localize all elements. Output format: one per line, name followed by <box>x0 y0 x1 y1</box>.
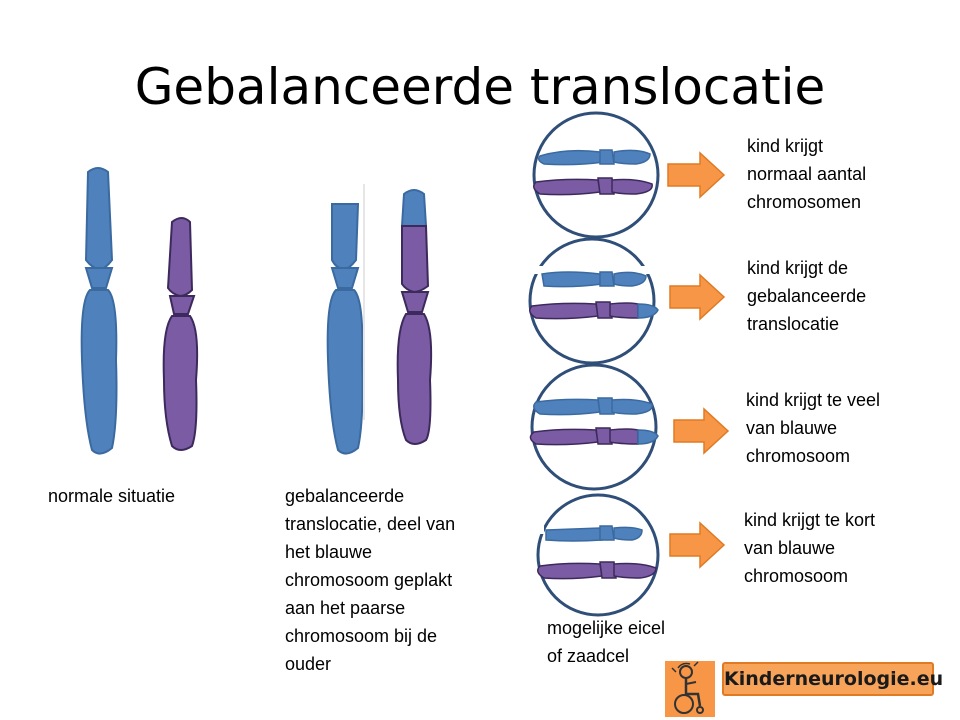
normal-purple-chromosome <box>162 217 199 451</box>
outcome-text-1: kind krijgt normaal aantal chromosomen <box>747 136 867 212</box>
arrow-right-icon <box>667 151 726 199</box>
cell-circle-3 <box>529 363 659 491</box>
outcome-text-2: kind krijgt de gebalanceerde translocati… <box>747 258 867 334</box>
label-balanced-translocation: gebalanceerde translocatie, deel van het… <box>285 486 456 674</box>
cell-circle-1 <box>532 111 660 239</box>
arrow-right-icon <box>673 407 730 455</box>
normal-blue-chromosome <box>80 167 118 455</box>
arrow-right-icon <box>669 273 726 321</box>
outcome-text-3: kind krijgt te veel van blauwe chromosoo… <box>746 390 881 466</box>
label-normal-situation: normale situatie <box>48 486 176 506</box>
child-wheelchair-icon <box>665 661 715 717</box>
logo-text: Kinderneurologie.eu <box>722 662 943 696</box>
page-title: Gebalanceerde translocatie <box>134 58 826 116</box>
balanced-blue-chromosome <box>326 184 365 455</box>
cell-circle-2 <box>528 237 659 365</box>
outcome-text-4: kind krijgt te kort van blauwe chromosoo… <box>744 510 876 586</box>
balanced-purple-chromosome <box>396 189 433 445</box>
label-egg-or-sperm-cell: mogelijke eicel of zaadcel <box>547 618 666 666</box>
cell-circle-4 <box>534 493 660 617</box>
arrow-right-icon <box>669 521 726 569</box>
logo[interactable]: Kinderneurologie.eu <box>664 660 943 718</box>
